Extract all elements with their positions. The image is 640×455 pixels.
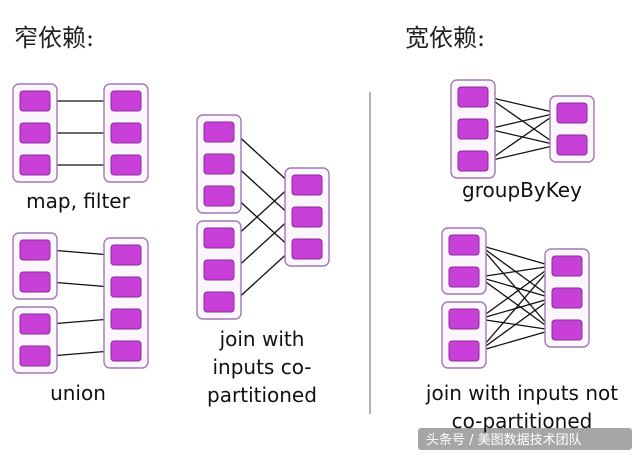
union-caption: union (50, 381, 106, 405)
parent-partition (203, 291, 235, 313)
parent-partition (19, 154, 51, 176)
parent-partition (448, 266, 480, 288)
parent-partition (203, 259, 235, 281)
child-partition (110, 90, 142, 112)
child-partition (291, 206, 323, 228)
dependency-edges (478, 244, 553, 352)
watermark-background (418, 428, 632, 450)
parent-partition (19, 90, 51, 112)
dependency-edge (478, 276, 553, 299)
child-rdd-group (103, 237, 149, 369)
dependency-edge (49, 249, 112, 256)
dependency-edge (478, 297, 553, 352)
dependency-edge (49, 350, 112, 357)
child-partition (110, 154, 142, 176)
child-partition (291, 238, 323, 260)
union-diagram (12, 232, 149, 374)
parent-partition (203, 227, 235, 249)
parent-partition (203, 153, 235, 175)
join-copartitioned-caption-line2: inputs co- (212, 355, 311, 379)
dependency-edges (487, 96, 558, 162)
dependency-edges (233, 131, 293, 303)
dependency-edge (487, 144, 558, 162)
dependency-edge (478, 329, 553, 352)
dependency-edge (233, 195, 293, 250)
child-partition (551, 287, 583, 309)
dependency-edge (478, 265, 553, 320)
parent-partition (19, 239, 51, 261)
dependency-edge (478, 265, 553, 352)
join-copartitioned-diagram (196, 114, 330, 320)
dependency-edges (50, 98, 111, 168)
dependency-edge (233, 131, 293, 186)
dependency-edge (487, 112, 558, 162)
parent-partition (19, 271, 51, 293)
child-partition (291, 174, 323, 196)
child-partition (551, 319, 583, 341)
map-filter-diagram (12, 83, 149, 183)
parent-partition (19, 122, 51, 144)
join-not-copartitioned-caption-line1: join with inputs not (425, 381, 618, 405)
dependency-edge (233, 184, 293, 239)
parent-partition (203, 185, 235, 207)
watermark: 头条号 / 美图数据技术团队 (418, 428, 632, 450)
child-partition (110, 276, 142, 298)
dependency-edges (49, 249, 112, 357)
child-partition (556, 134, 588, 156)
child-partition (110, 244, 142, 266)
child-partition (556, 102, 588, 124)
dependency-edge (487, 112, 558, 130)
child-partition (551, 255, 583, 277)
group-by-key-diagram (450, 79, 595, 179)
parent-partition (448, 308, 480, 330)
dependency-edge (478, 265, 553, 278)
child-partition (110, 308, 142, 330)
parent-partition (457, 150, 489, 172)
dependency-edge (49, 281, 112, 288)
dependency-edge (478, 276, 553, 331)
parent-partition (448, 234, 480, 256)
dependency-edge (233, 216, 293, 271)
dependency-edge (233, 248, 293, 303)
watermark-text: 头条号 / 美图数据技术团队 (426, 432, 582, 448)
dependency-edge (478, 244, 553, 267)
parent-partition (457, 86, 489, 108)
child-partition (110, 122, 142, 144)
parent-partition (203, 121, 235, 143)
join-not-copartitioned-diagram (441, 227, 590, 369)
parent-partition (19, 345, 51, 367)
parent-partition (457, 118, 489, 140)
join-copartitioned-caption-line3: partitioned (207, 383, 317, 407)
child-partition (110, 340, 142, 362)
map-filter-caption: map, filter (26, 189, 130, 213)
group-by-key-caption: groupByKey (462, 178, 582, 202)
dependency-edge (49, 318, 112, 325)
join-not-copartitioned-caption-line2: co-partitioned (452, 409, 593, 433)
narrow-dependency-heading: 窄依赖: (14, 24, 94, 52)
dependency-edge (233, 163, 293, 218)
wide-dependency-heading: 宽依赖: (405, 24, 485, 52)
parent-partition (19, 313, 51, 335)
dependency-edge (487, 96, 558, 114)
join-copartitioned-caption-line1: join with (219, 327, 305, 351)
parent-partition (448, 340, 480, 362)
